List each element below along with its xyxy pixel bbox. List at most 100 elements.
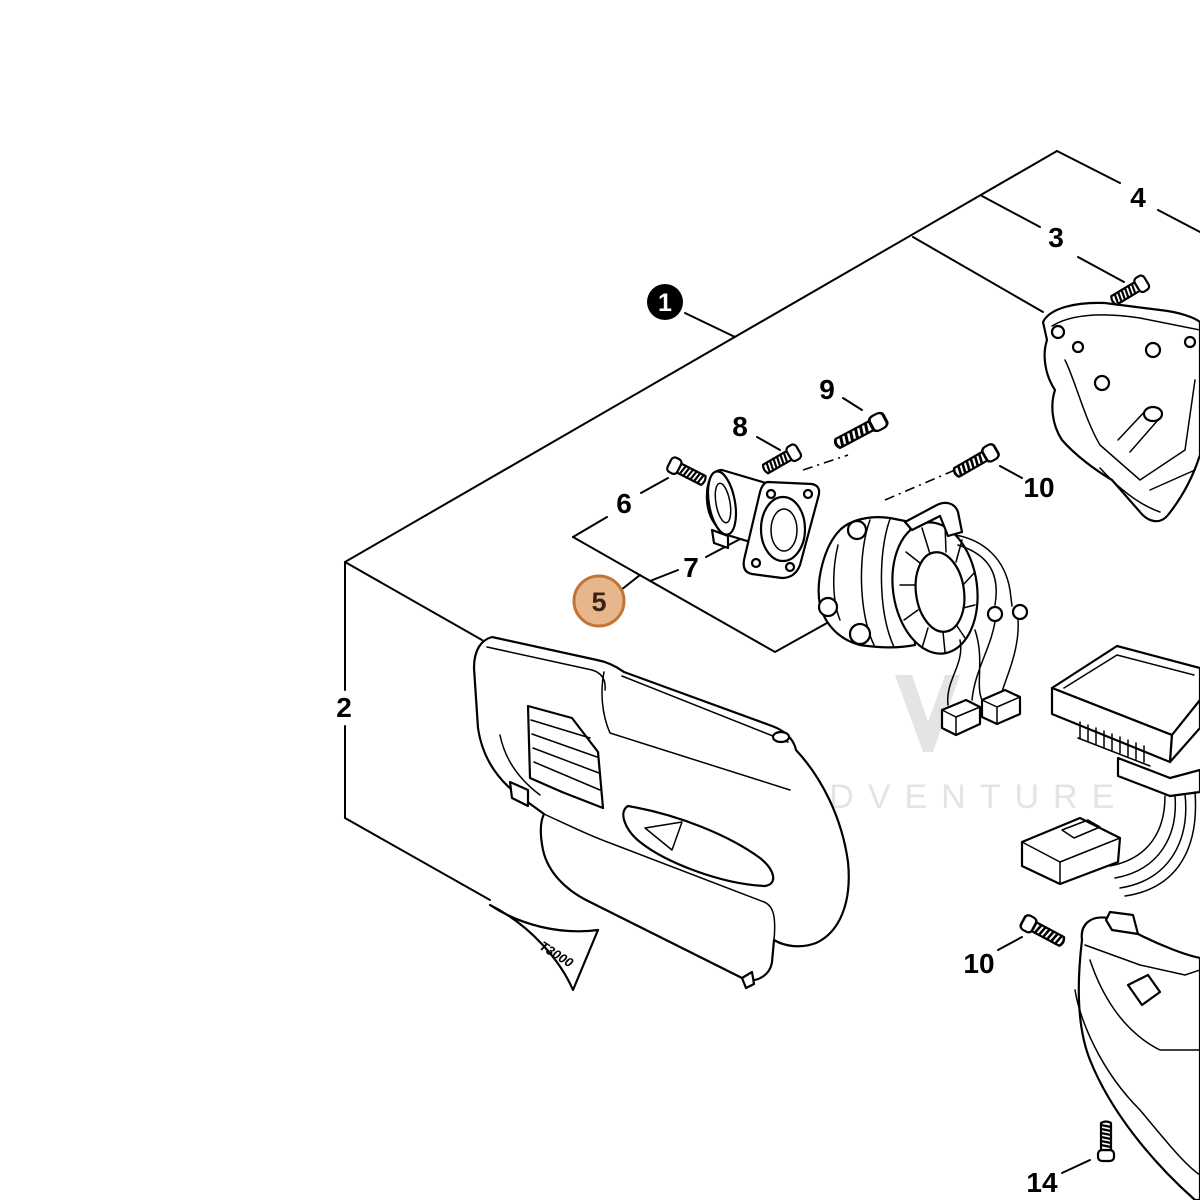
callouts: 1 2 3 4 5 6 7 8 9 10 10 14 [336,182,1146,1198]
leader-5 [620,574,641,591]
assembly-bracket-top [344,150,1058,563]
callout-8[interactable]: 8 [732,411,748,442]
guard-slot [1126,973,1162,1007]
leader-lines [344,150,1200,1174]
screw-6 [664,454,710,490]
cover-nub [771,730,791,744]
cover-front-edge [543,813,776,941]
callout-5[interactable]: 5 [572,574,626,628]
callout-5-label[interactable]: 5 [591,587,606,617]
flange-ring-inner [770,508,798,552]
housing-hole-2 [1071,340,1085,354]
callout-9[interactable]: 9 [819,374,835,405]
housing-rim [1051,314,1200,331]
flange-ring [759,495,807,563]
motor-mount-ear-3 [846,519,868,541]
flange-hole-3 [784,561,796,573]
electronics-module [1020,644,1200,897]
capacitor-2 [1011,603,1029,621]
callout-1[interactable]: 1 [647,284,683,320]
leader-to-cover [344,561,483,641]
cover-tab-left [508,780,530,808]
flange-hole-4 [750,557,762,569]
flange-hole-1 [765,488,777,500]
cover-rim [486,646,606,691]
cover-part [472,635,850,990]
callout-7[interactable]: 7 [683,552,699,583]
screw-9 [830,409,891,453]
screw-3 [1107,272,1152,310]
motor-assembly [817,501,1029,737]
bottom-guard [1074,910,1200,1200]
callout-2[interactable]: 2 [336,692,352,723]
cover-ridge [601,671,791,791]
housing-boss-end [1142,405,1164,423]
module-connector [1020,816,1122,886]
leader-14 [1061,1159,1091,1174]
callout-5-highlight[interactable] [572,574,626,628]
leader-to-tag [344,817,491,901]
motor-top-bracket [903,501,964,538]
flange-tube-bore [714,482,732,524]
screw-10-upper [949,441,1002,482]
wire-connector-2 [980,688,1022,726]
callout-10-lower[interactable]: 10 [963,948,994,979]
leader-8 [756,436,781,451]
housing-hole-1 [1050,324,1066,340]
housing-hole-4 [1093,374,1111,392]
cover-grille-louvers [530,719,601,791]
screw-10-lower [1017,912,1069,951]
leader-1 [684,312,736,338]
wire-connector-1 [940,698,982,737]
fan-cage-inner [914,551,966,633]
callout-4[interactable]: 4 [1130,182,1146,213]
flange-hole-2 [802,488,814,500]
screw-14 [1096,1120,1116,1163]
callout-10-upper[interactable]: 10 [1023,472,1054,503]
leader-3 [981,195,1125,283]
watermark-v-logo [895,675,960,752]
module-base [1116,756,1200,798]
guard-nub [1104,910,1140,936]
guard-outline [1077,916,1200,1200]
t3000-tag: T3000 [488,903,600,992]
callout-1-badge[interactable] [647,284,683,320]
assembly-axis-8 [802,454,849,471]
housing-part [1041,301,1200,523]
cover-tab-bottom [740,970,756,990]
motor-mount-ear-1 [817,596,839,618]
module-connector-edges [1021,819,1121,885]
leader-4 [1056,150,1200,233]
assembly-axis-10 [884,469,956,501]
module-pins [1077,721,1151,767]
callout-1-label[interactable]: 1 [658,289,672,317]
housing-hole-5 [1183,335,1197,349]
tag-outline [488,903,600,992]
leader-6 [572,477,669,538]
leader-10-upper [999,465,1023,479]
leader-9 [842,397,863,411]
flange-tab [710,528,730,550]
callout-3[interactable]: 3 [1048,222,1064,253]
motor-wires [947,534,1019,706]
fan-cage-ribs [899,523,976,653]
callout-14[interactable]: 14 [1026,1167,1058,1198]
guard-inner [1084,944,1200,1051]
cover-grille [526,704,605,810]
cover-side-line [499,734,541,796]
motor-mount-ear-2 [848,622,872,646]
flange-part [705,468,821,580]
screw-8 [759,441,804,478]
housing-hole-3 [1144,341,1162,359]
leader-to-housing [912,236,1044,313]
housing-cavity [1064,359,1196,513]
module-side [1168,698,1200,764]
module-top-rim [1063,654,1195,689]
guard-lip [1074,989,1200,1176]
callout-6[interactable]: 6 [616,488,632,519]
capacitor-1 [986,605,1004,623]
wire-connector-1-edges [941,706,981,736]
wire-connector-2-edges [981,696,1021,725]
module-wire-bundle [1109,791,1197,897]
